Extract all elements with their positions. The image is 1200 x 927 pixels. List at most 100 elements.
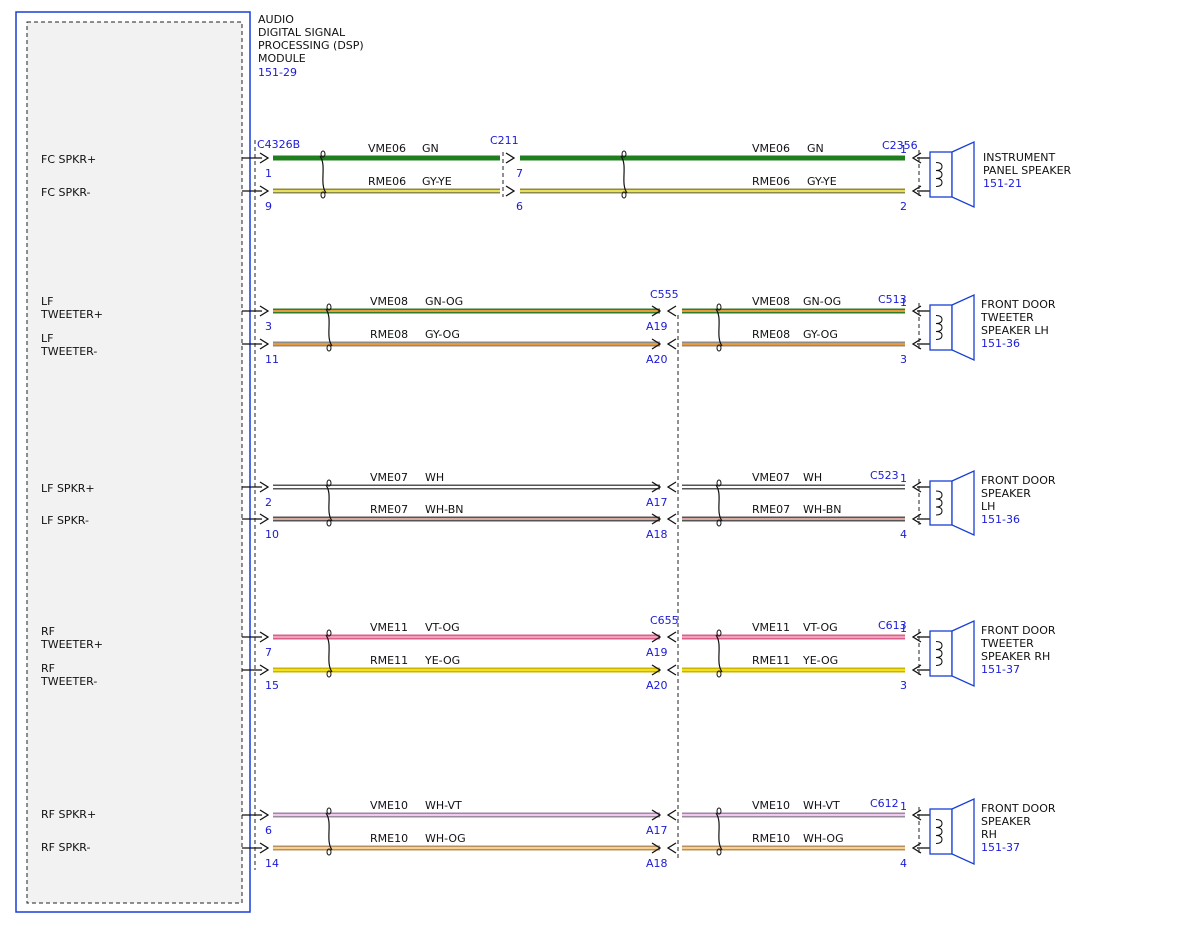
speaker-name-line: INSTRUMENT bbox=[983, 151, 1056, 164]
wire-twist-1-bottom bbox=[326, 848, 332, 856]
wire-color-code: WH bbox=[425, 471, 444, 484]
mid-pin-arrow-in bbox=[651, 809, 662, 821]
speaker-pin-arrow bbox=[911, 481, 922, 493]
speaker-connector-name: C2356 bbox=[882, 139, 918, 152]
wire-twist-1 bbox=[325, 812, 333, 851]
mid-pin-number: A20 bbox=[646, 353, 668, 366]
wire-circuit-name: RME10 bbox=[752, 832, 790, 845]
mid-pin-number: A19 bbox=[646, 320, 668, 333]
module-pin-number: 14 bbox=[265, 857, 279, 870]
pin-label: LF SPKR+ bbox=[41, 482, 95, 495]
wire-circuit-name: RME08 bbox=[370, 328, 408, 341]
wire-twist-2-bottom bbox=[716, 670, 722, 678]
speaker-name-line: FRONT DOOR bbox=[981, 802, 1056, 815]
module-pin-arrow bbox=[259, 513, 270, 525]
wire-color-code: WH-OG bbox=[803, 832, 844, 845]
mid-pin-number: A17 bbox=[646, 496, 668, 509]
wire-color-code: WH-BN bbox=[425, 503, 464, 516]
pin-label: FC SPKR- bbox=[41, 186, 91, 199]
speaker-pin-number: 1 bbox=[900, 296, 907, 309]
wire-color-code: GY-OG bbox=[425, 328, 460, 341]
pin-label-line-2: TWEETER- bbox=[40, 345, 97, 358]
wire-twist-2-top bbox=[716, 629, 722, 637]
mid-pin-arrow-out bbox=[666, 513, 677, 525]
speaker-symbol-coil bbox=[935, 315, 943, 340]
wire-color-code: GN bbox=[807, 142, 824, 155]
speaker-pin-number: 4 bbox=[900, 528, 907, 541]
pin-label: RF SPKR+ bbox=[41, 808, 96, 821]
module-pin-arrow bbox=[259, 152, 270, 164]
speaker-ref: 151-37 bbox=[981, 663, 1020, 676]
speaker-pin-arrow bbox=[911, 305, 922, 317]
pin-label: LF SPKR- bbox=[41, 514, 89, 527]
module-pin-arrow bbox=[259, 185, 270, 197]
speaker-connector-name: C523 bbox=[870, 469, 899, 482]
speaker-name-line: SPEAKER bbox=[981, 487, 1031, 500]
wire-twist-1 bbox=[325, 634, 333, 673]
dsp-module-inner bbox=[26, 21, 243, 904]
mid-pin-arrow-in bbox=[651, 338, 662, 350]
wire-twist-2-top bbox=[716, 479, 722, 487]
wire-color-code: VT-OG bbox=[425, 621, 460, 634]
speaker-ref: 151-36 bbox=[981, 337, 1020, 350]
wire-twist-1-bottom bbox=[326, 519, 332, 527]
pin-label-line-1: LF bbox=[41, 332, 53, 345]
speaker-symbol-cone bbox=[951, 293, 975, 362]
module-name-line-3: PROCESSING (DSP) bbox=[258, 39, 364, 52]
wire-twist-2-top bbox=[621, 150, 627, 158]
wire-twist-1 bbox=[319, 155, 327, 194]
speaker-name-line: LH bbox=[981, 500, 995, 513]
speaker-symbol-body bbox=[929, 480, 953, 526]
wire-circuit-name: VME08 bbox=[370, 295, 408, 308]
speaker-name-line: SPEAKER LH bbox=[981, 324, 1049, 337]
speaker-symbol-coil bbox=[935, 162, 943, 187]
pin-label: RF SPKR- bbox=[41, 841, 90, 854]
speaker-symbol-cone bbox=[951, 797, 975, 866]
speaker-pin-number: 1 bbox=[900, 800, 907, 813]
mid-pin-arrow-out bbox=[666, 631, 677, 643]
speaker-symbol-body bbox=[929, 304, 953, 351]
module-pin-number: 7 bbox=[265, 646, 272, 659]
wire-twist-1-bottom bbox=[326, 344, 332, 352]
wire-twist-2-bottom bbox=[716, 848, 722, 856]
speaker-pin-number: 1 bbox=[900, 472, 907, 485]
wire-color-code: YE-OG bbox=[424, 654, 460, 667]
wire-twist-1-top bbox=[326, 479, 332, 487]
mid-pin-arrow-out bbox=[666, 664, 677, 676]
speaker-name-line: FRONT DOOR bbox=[981, 298, 1056, 311]
speaker-pin-number: 3 bbox=[900, 679, 907, 692]
wire-color-code: GN bbox=[422, 142, 439, 155]
mid-connector-name: C655 bbox=[650, 614, 679, 627]
wire-circuit-name: VME10 bbox=[752, 799, 790, 812]
wire-circuit-name: RME06 bbox=[752, 175, 790, 188]
module-ref: 151-29 bbox=[258, 66, 297, 79]
speaker-pin-arrow bbox=[911, 664, 922, 676]
wire-twist-1 bbox=[325, 308, 333, 347]
module-name-line-1: AUDIO bbox=[258, 13, 294, 26]
wire-color-code: WH-VT bbox=[425, 799, 462, 812]
speaker-symbol-body bbox=[929, 151, 953, 198]
wire-color-code: WH-VT bbox=[803, 799, 840, 812]
wire-twist-2-top bbox=[716, 807, 722, 815]
wire-twist-1-top bbox=[320, 150, 326, 158]
pin-label: FC SPKR+ bbox=[41, 153, 96, 166]
speaker-pin-number: 4 bbox=[900, 857, 907, 870]
module-pin-arrow bbox=[259, 305, 270, 317]
wire-twist-2 bbox=[715, 308, 723, 347]
wire-twist-2-top bbox=[716, 303, 722, 311]
speaker-symbol-coil bbox=[935, 641, 943, 666]
speaker-pin-arrow bbox=[911, 185, 922, 197]
module-pin-arrow bbox=[259, 338, 270, 350]
wire-twist-2 bbox=[715, 812, 723, 851]
speaker-connector-name: C513 bbox=[878, 293, 907, 306]
wire-twist-2-bottom bbox=[621, 191, 627, 199]
module-connector-name: C4326B bbox=[257, 138, 300, 151]
wire-circuit-name: RME07 bbox=[752, 503, 790, 516]
speaker-ref: 151-36 bbox=[981, 513, 1020, 526]
wire-twist-2 bbox=[620, 155, 628, 194]
pin-label-line-2: TWEETER- bbox=[40, 675, 97, 688]
mid-pin-arrow-in bbox=[651, 842, 662, 854]
speaker-pin-number: 1 bbox=[900, 622, 907, 635]
